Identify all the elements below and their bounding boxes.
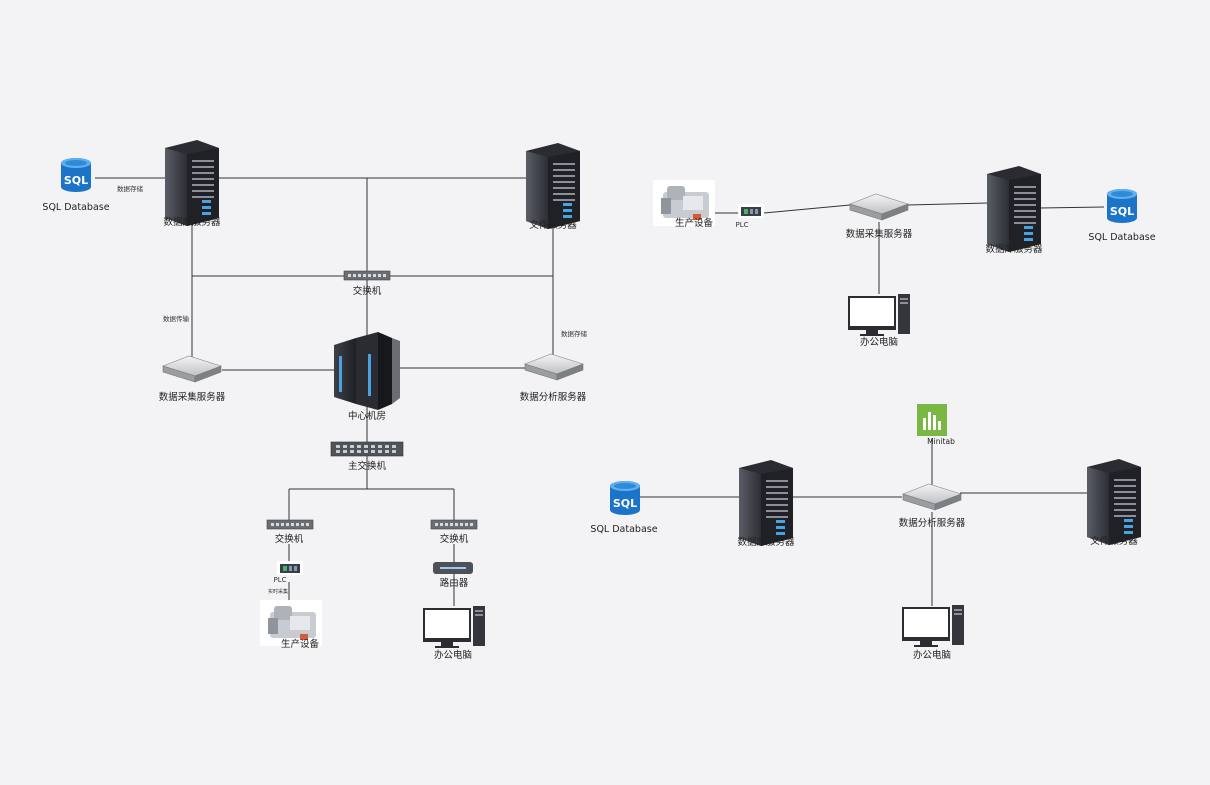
- collect-server-icon: [162, 355, 222, 383]
- switch-right-icon: [430, 519, 478, 530]
- router-icon: [433, 562, 473, 574]
- office-pc-label: 办公电脑: [433, 650, 473, 661]
- svg-text:SQL: SQL: [64, 174, 88, 187]
- production-equipment-label: 生产设备: [280, 639, 320, 650]
- sql-database-label: SQL Database: [42, 202, 110, 213]
- switch-label: 交换机: [352, 286, 382, 297]
- sql-database-tr-label: SQL Database: [1088, 232, 1156, 243]
- office-pc-tr-icon: [848, 294, 910, 336]
- file-server-br-icon: [1087, 459, 1141, 545]
- data-center-icon: [334, 332, 400, 410]
- switch-right-label: 交换机: [439, 534, 469, 545]
- file-server-br-label: 文件服务器: [1090, 536, 1138, 547]
- office-pc-tr-label: 办公电脑: [859, 337, 899, 348]
- db-server-br-label: 数据库服务器: [737, 537, 795, 548]
- plc-label: PLC: [273, 576, 287, 584]
- db-server-tr-label: 数据库服务器: [985, 244, 1043, 255]
- minitab-icon: [917, 404, 947, 436]
- production-equipment-tr-label: 生产设备: [674, 218, 714, 229]
- sql-database-br-label: SQL Database: [590, 524, 658, 535]
- minitab-label: Minitab: [927, 437, 955, 446]
- plc-tr-label: PLC: [735, 221, 749, 229]
- file-server-icon: [526, 143, 580, 229]
- main-switch-icon: [330, 441, 404, 457]
- svg-text:SQL: SQL: [613, 497, 637, 510]
- collect-server-tr-icon: [849, 193, 909, 221]
- office-pc-icon: [423, 606, 485, 648]
- sql-database-icon: SQL: [61, 158, 91, 192]
- db-server-tr-icon: [987, 166, 1041, 252]
- data-storage-label: 数据存储: [117, 185, 143, 193]
- analysis-server-br-icon: [902, 483, 962, 511]
- office-pc-br-label: 办公电脑: [912, 650, 952, 661]
- office-pc-br-icon: [902, 605, 964, 647]
- data-storage-label-2: 数据存储: [561, 330, 587, 338]
- db-server-br-icon: [739, 460, 793, 546]
- router-label: 路由器: [439, 578, 469, 589]
- plc-tr-icon: [738, 204, 764, 218]
- switch-left-icon: [266, 519, 314, 530]
- data-center-label: 中心机房: [347, 411, 387, 422]
- analysis-server-br-label: 数据分析服务器: [898, 518, 966, 529]
- switch-left-label: 交换机: [274, 534, 304, 545]
- db-server-icon: [165, 140, 219, 226]
- main-switch-label: 主交换机: [347, 461, 387, 472]
- svg-text:SQL: SQL: [1110, 205, 1134, 218]
- plc-icon: [277, 561, 303, 575]
- collect-server-label: 数据采集服务器: [158, 392, 226, 403]
- sql-database-tr-icon: SQL: [1107, 189, 1137, 223]
- collect-server-tr-label: 数据采集服务器: [845, 229, 913, 240]
- data-collection-label: 实时采集: [267, 589, 289, 595]
- data-transfer-label: 数据传输: [163, 315, 189, 323]
- analysis-server-label: 数据分析服务器: [519, 392, 587, 403]
- db-server-label: 数据库服务器: [163, 217, 221, 228]
- file-server-label: 文件服务器: [529, 220, 577, 231]
- sql-database-br-icon: SQL: [610, 481, 640, 515]
- switch-icon: [343, 270, 391, 281]
- analysis-server-icon: [524, 353, 584, 381]
